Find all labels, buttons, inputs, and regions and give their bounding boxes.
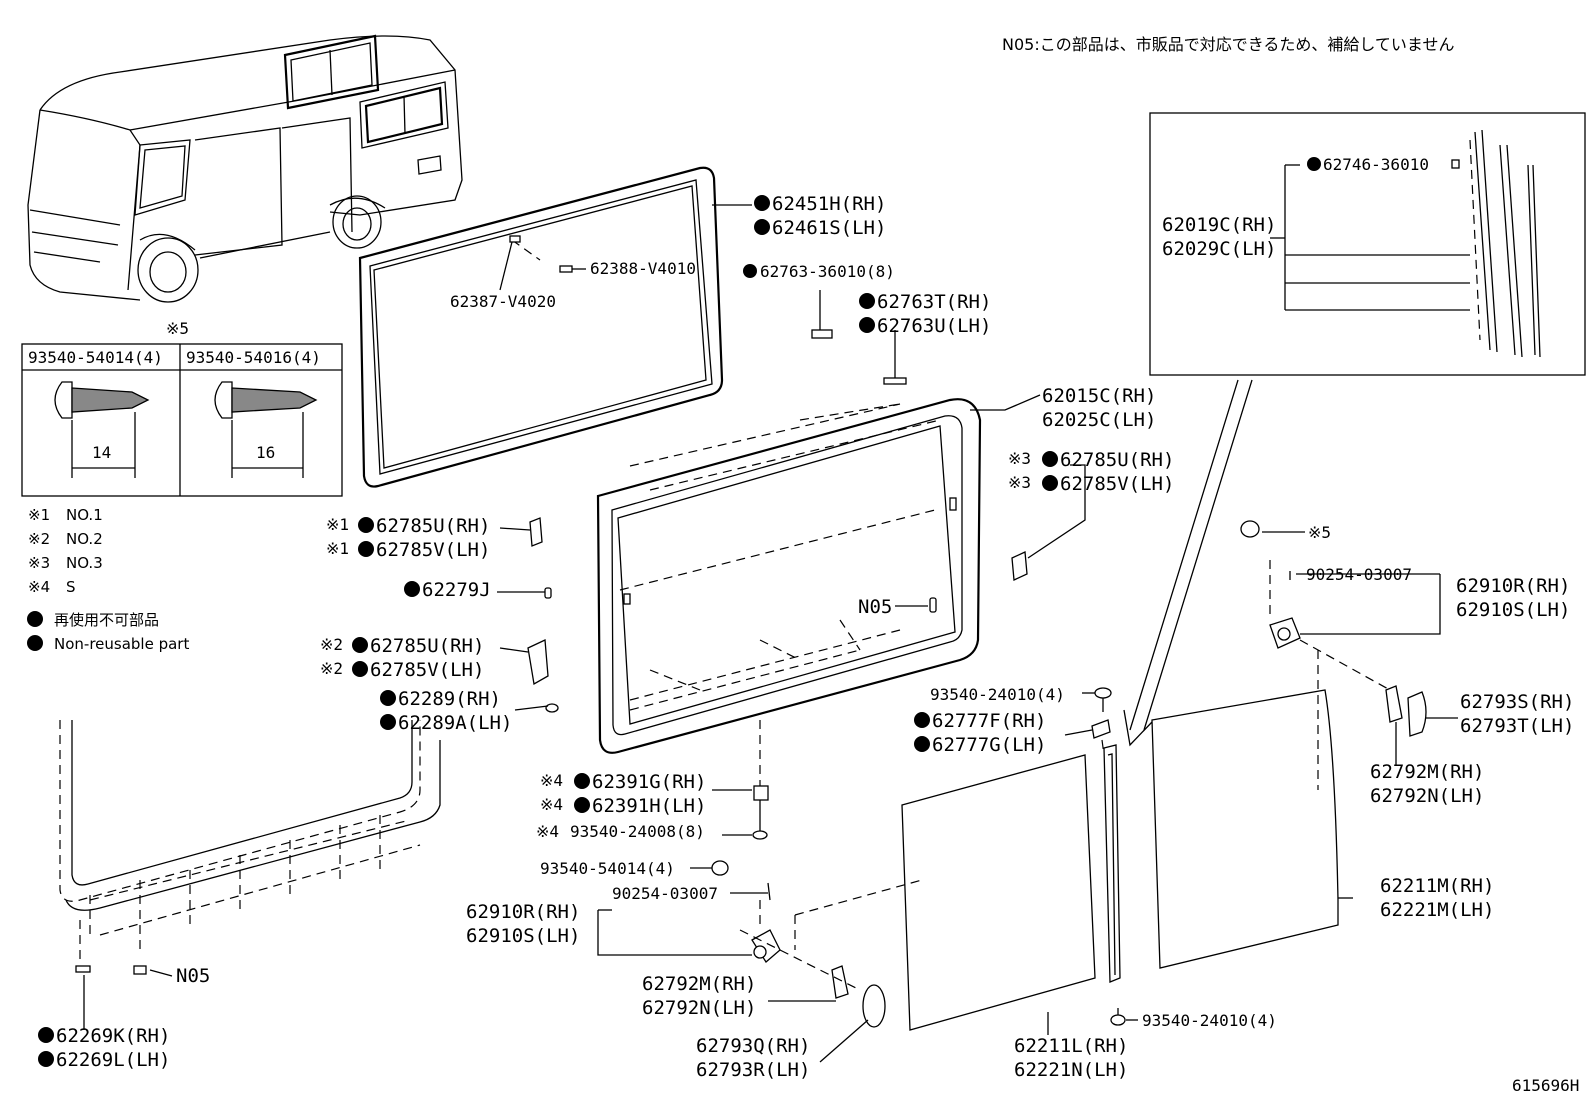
part-label: 62763-36010(8) [760, 262, 895, 281]
part-label: 62269K(RH) [56, 1025, 170, 1047]
part-label: 62451H(RH) [772, 193, 886, 215]
body-lower-panel [59, 720, 441, 975]
part-label: 62211L(RH) [1014, 1035, 1128, 1057]
part-label: 62221N(LH) [1014, 1059, 1128, 1081]
part-label: 62025C(LH) [1042, 409, 1156, 431]
part-label: N05 [858, 596, 892, 618]
van-illustration [27, 34, 463, 303]
note-mark: ※3 [1008, 449, 1031, 468]
part-label: ※5 [1308, 523, 1331, 542]
part-label: 62391H(LH) [592, 795, 706, 817]
part-label: 62792M(RH) [1370, 761, 1484, 783]
part-label: 62391G(RH) [592, 771, 706, 793]
part-label: 62785U(RH) [1060, 449, 1174, 471]
part-label: 62793Q(RH) [696, 1035, 810, 1057]
screw-table-col2: 93540-54016(4) [186, 348, 321, 367]
note-mark: ※4 [540, 771, 563, 790]
part-label: 62015C(RH) [1042, 385, 1156, 407]
screw-16-drawing [214, 381, 318, 478]
part-label: 62289A(LH) [398, 712, 512, 734]
screw-table-col1: 93540-54014(4) [28, 348, 163, 367]
part-label: 62763U(LH) [877, 315, 991, 337]
part-label: 62388-V4010 [590, 259, 696, 278]
note-n05: N05:この部品は、市販品で対応できるため、補給していません [1002, 35, 1454, 54]
part-label: 62269L(LH) [56, 1049, 170, 1071]
screw-dim-14: 14 [92, 443, 111, 462]
note-mark: ※2 [320, 635, 343, 654]
legend-mark-4: ※4 [28, 578, 50, 596]
legend-text-1: NO.1 [66, 506, 103, 524]
part-label: 62910R(RH) [466, 901, 580, 923]
screw-14-drawing [54, 381, 150, 478]
part-label: 62793R(LH) [696, 1059, 810, 1081]
part-labels: 62451H(RH) 62461S(LH) 62388-V4010 62387-… [38, 155, 1574, 1081]
part-label: 62792N(LH) [642, 997, 756, 1019]
part-label: 62785V(LH) [370, 659, 484, 681]
legend-mark-1: ※1 [28, 506, 50, 524]
part-label: 90254-03007 [1306, 565, 1412, 584]
part-label: 62910R(RH) [1456, 575, 1570, 597]
note-mark: ※4 [540, 795, 563, 814]
diagram-code: 615696H [1512, 1076, 1579, 1095]
part-label: 62785V(LH) [1060, 473, 1174, 495]
part-label: 62777F(RH) [932, 710, 1046, 732]
part-label: 62910S(LH) [466, 925, 580, 947]
legend-mark-3: ※3 [28, 554, 50, 572]
part-label: 62211M(RH) [1380, 875, 1494, 897]
small-parts [527, 329, 1427, 1028]
part-label: 62461S(LH) [772, 217, 886, 239]
non-reusable-dot-icon [27, 635, 43, 651]
legend-mark-2: ※2 [28, 530, 50, 548]
note-mark: ※4 [536, 822, 559, 841]
part-label: 62289(RH) [398, 688, 501, 710]
window-frame-assembly [596, 398, 982, 754]
part-label: 90254-03007 [612, 884, 718, 903]
weatherstrip-inset [1123, 112, 1586, 747]
note-mark: ※2 [320, 659, 343, 678]
part-label: 62387-V4020 [450, 292, 556, 311]
part-label: 62777G(LH) [932, 734, 1046, 756]
leader-lines [83, 204, 1458, 1063]
note-mark: ※3 [1008, 473, 1031, 492]
part-label: 62746-36010 [1323, 155, 1429, 174]
legend-nonreusable-en: Non-reusable part [54, 635, 189, 653]
part-label: 62785U(RH) [376, 515, 490, 537]
part-label: 62019C(RH) [1162, 214, 1276, 236]
part-label: 93540-24010(4) [1142, 1011, 1277, 1030]
legend-text-4: S [66, 578, 76, 596]
window-glass-assembly [358, 166, 724, 488]
part-label: 93540-24010(4) [930, 685, 1065, 704]
note-mark: ※1 [326, 539, 349, 558]
part-label: 62910S(LH) [1456, 599, 1570, 621]
part-label: 62793T(LH) [1460, 715, 1574, 737]
non-reusable-dot-icon [27, 611, 43, 627]
screw-table: ※5 93540-54014(4) 93540-54016(4) 14 16 [21, 319, 343, 497]
note-mark: ※1 [326, 515, 349, 534]
part-label: 62785U(RH) [370, 635, 484, 657]
legend-nonreusable-jp: 再使用不可部品 [54, 611, 159, 629]
legend-text-3: NO.3 [66, 554, 103, 572]
legend-text-2: NO.2 [66, 530, 103, 548]
screw-table-mark: ※5 [166, 319, 189, 338]
part-label: 62792M(RH) [642, 973, 756, 995]
part-label: 62221M(LH) [1380, 899, 1494, 921]
part-label: 62792N(LH) [1370, 785, 1484, 807]
part-label: 62785V(LH) [376, 539, 490, 561]
part-label: 62029C(LH) [1162, 238, 1276, 260]
part-label: 62279J [422, 579, 491, 601]
part-label: 62763T(RH) [877, 291, 991, 313]
part-label: 93540-24008(8) [570, 822, 705, 841]
legend: ※1 NO.1 ※2 NO.2 ※3 NO.3 ※4 S 再使用不可部品 Non… [27, 506, 189, 653]
part-label: N05 [176, 965, 210, 987]
screw-dim-16: 16 [256, 443, 275, 462]
part-label: 62793S(RH) [1460, 691, 1574, 713]
sliding-glass-panels [794, 560, 1339, 1031]
part-label: 93540-54014(4) [540, 859, 675, 878]
